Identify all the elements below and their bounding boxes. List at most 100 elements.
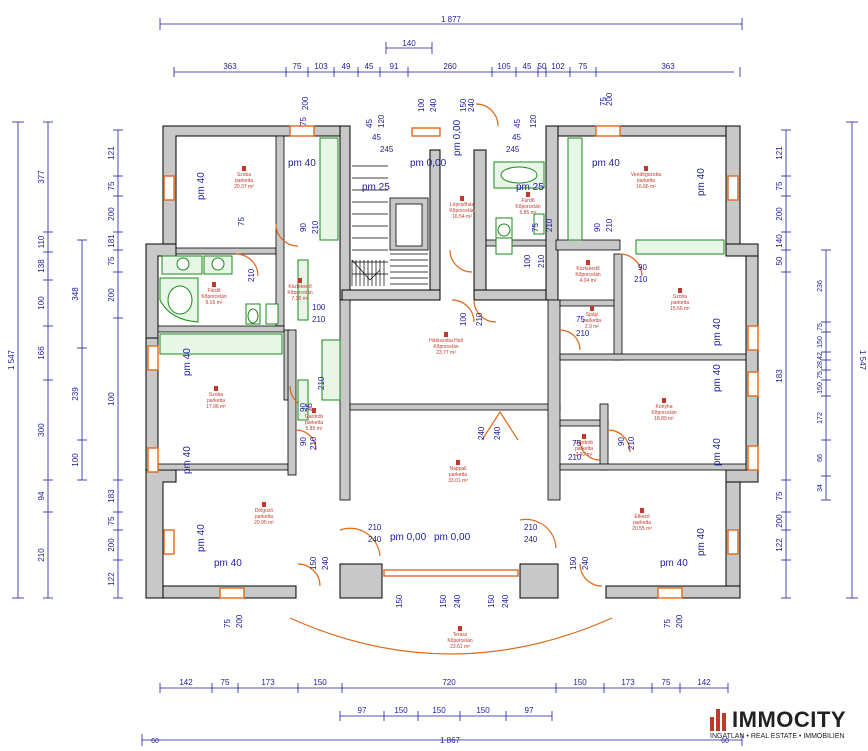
svg-text:150: 150 — [395, 594, 404, 608]
dimension-value: 49 — [342, 62, 351, 71]
room-area: 20.95 m² — [254, 520, 274, 526]
room-marker-icon — [444, 332, 448, 337]
room-marker-icon — [242, 166, 246, 171]
dimension-value: 377 — [37, 170, 46, 184]
svg-text:210: 210 — [368, 523, 382, 532]
svg-text:240: 240 — [501, 594, 510, 608]
immocity-logo: IMMOCITY INGATLAN • REAL ESTATE • IMMOBI… — [710, 707, 860, 743]
room-floor: Kőporcelán — [651, 410, 677, 416]
svg-text:90: 90 — [617, 437, 626, 446]
logo-mark-icon — [710, 709, 730, 731]
dimension-value: 100 — [107, 392, 116, 406]
dimension-value: 183 — [775, 369, 784, 383]
pm-level: pm 40 — [592, 158, 620, 169]
dimension-value: 720 — [442, 678, 456, 687]
dimension-value: 200 — [775, 514, 784, 528]
dimension-value: 100 — [71, 453, 80, 467]
svg-text:75: 75 — [572, 439, 581, 448]
dimension-value: 50 — [538, 62, 547, 71]
dimension-value: 66 — [817, 454, 824, 462]
svg-text:240: 240 — [368, 535, 382, 544]
room-name: Szoba — [673, 294, 687, 300]
dimension-value: 236 — [817, 280, 824, 292]
room-name: Spájz — [586, 312, 599, 318]
room-name: Lépcsőház — [450, 202, 475, 208]
room-area: 15.66 m² — [670, 306, 690, 312]
dimension-value: 75 — [107, 181, 116, 190]
room-marker-icon — [586, 260, 590, 265]
svg-text:90: 90 — [299, 437, 308, 446]
pm-level: pm 40 — [660, 558, 688, 569]
dimension-value: 363 — [661, 62, 675, 71]
outer-walls — [145, 125, 759, 599]
room-area: 33.01 m² — [448, 478, 468, 484]
pm-level: pm 40 — [288, 158, 316, 169]
dimension-value: 210 — [37, 548, 46, 562]
room-marker-icon — [582, 434, 586, 439]
dim-left-outer: 1 547 — [7, 349, 16, 370]
pm-level: pm 40 — [196, 524, 207, 552]
dimension-value: 140 — [775, 234, 784, 248]
dimension-value: 94 — [37, 491, 46, 500]
dimension-value: 142 — [697, 678, 711, 687]
room-area: 7.30 m² — [292, 296, 309, 302]
dimension-value: 200 — [107, 538, 116, 552]
dimension-value: 45 — [365, 62, 374, 71]
svg-text:45: 45 — [513, 119, 522, 128]
dimension-value: 91 — [390, 62, 399, 71]
pm-level: pm 40 — [196, 172, 207, 200]
dim-bottom-edge-left: 60 — [151, 738, 159, 745]
dim-bottom-overall: 1 867 — [440, 736, 461, 745]
room-name: Étkező — [634, 513, 650, 520]
room-floor: Kőporcelán — [447, 638, 473, 644]
svg-text:150: 150 — [487, 594, 496, 608]
svg-text:210: 210 — [537, 254, 546, 268]
dimension-value: 122 — [107, 572, 116, 586]
svg-text:210: 210 — [568, 453, 582, 462]
pm-level: pm 0,00 — [390, 532, 427, 543]
pm-level: pm 40 — [182, 446, 193, 474]
svg-text:90: 90 — [299, 403, 308, 412]
svg-text:240: 240 — [524, 535, 538, 544]
room-floor: parketta — [575, 446, 593, 452]
svg-text:245: 245 — [506, 145, 520, 154]
dimension-value: 34 — [817, 484, 824, 492]
room-area: 23.77 m² — [436, 350, 456, 356]
room-name: Szoba — [209, 392, 223, 398]
svg-text:240: 240 — [493, 426, 502, 440]
room-floor: parketta — [305, 420, 323, 426]
room-area: 20.55 m² — [632, 526, 652, 532]
room-marker-icon — [456, 460, 460, 465]
room-name: Terasz — [453, 632, 468, 638]
svg-text:75: 75 — [223, 619, 232, 628]
room-marker-icon — [298, 278, 302, 283]
room-marker-icon — [640, 508, 644, 513]
room-floor: parketta — [633, 520, 651, 526]
room-floor: parketta — [255, 514, 273, 520]
svg-text:240: 240 — [453, 594, 462, 608]
room-marker-icon — [644, 166, 648, 171]
pm-level: pm 0,00 — [434, 532, 471, 543]
pm-level: pm 40 — [214, 558, 242, 569]
dimension-value: 142 — [179, 678, 193, 687]
dimension-value: 75 — [775, 491, 784, 500]
dimension-value: 200 — [775, 207, 784, 221]
dim-bottom-edge-right: 60 — [721, 738, 729, 745]
svg-text:200: 200 — [675, 614, 684, 628]
room-floor: parketta — [207, 398, 225, 404]
svg-text:210: 210 — [312, 315, 326, 324]
room-floor: Kőporcelán — [449, 208, 475, 214]
room-name: Fürdő — [521, 198, 534, 204]
pm-level: pm 25 — [516, 182, 544, 193]
room-name: Fürdő — [207, 288, 220, 294]
